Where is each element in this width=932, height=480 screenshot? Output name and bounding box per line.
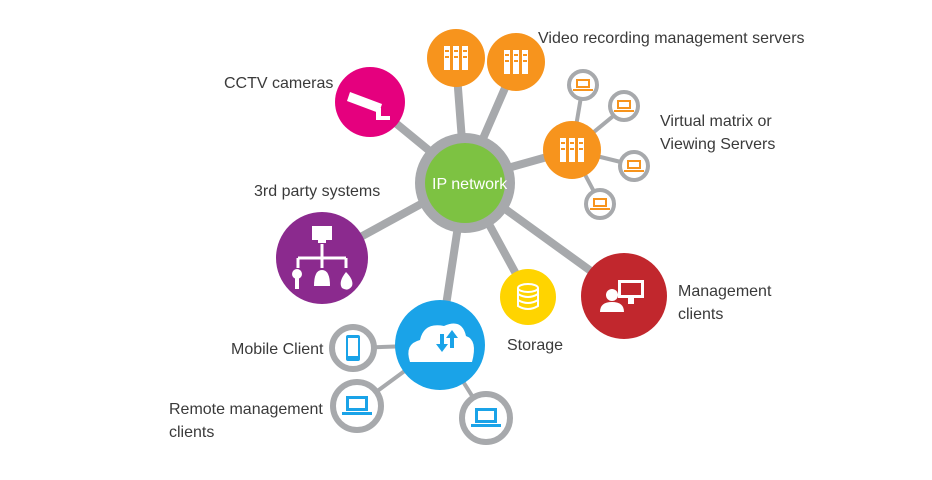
viewing-client-2 — [608, 90, 640, 122]
cctv-node — [335, 67, 405, 137]
remote-laptop-node-2 — [459, 391, 513, 445]
mobile-client-label: Mobile Client — [231, 341, 324, 358]
management-label: Management clients — [678, 280, 771, 326]
cctv-camera-icon — [347, 92, 390, 120]
database-icon — [517, 283, 539, 310]
ip-network-hub — [415, 133, 515, 233]
virtual-matrix-label-line-2: Viewing Servers — [660, 136, 776, 153]
management-node — [581, 253, 667, 339]
remote-management-label: Remote management clients — [169, 398, 323, 444]
network-tree-icon — [296, 244, 348, 268]
virtual-matrix-label-line-1: Virtual matrix or — [660, 113, 772, 130]
management-label-line-1: Management — [678, 283, 772, 300]
management-label-line-2: clients — [678, 306, 724, 323]
cloud-sync-icon — [408, 323, 474, 362]
remote-management-label-line-2: clients — [169, 424, 215, 441]
hub-label: IP network — [432, 176, 508, 193]
virtual-matrix-node — [543, 121, 601, 179]
cloud-node — [395, 300, 485, 390]
fire-icon — [340, 272, 353, 290]
key-icon — [292, 269, 302, 279]
video-server-node-2 — [487, 33, 545, 91]
storage-node — [500, 269, 556, 325]
third-party-label: 3rd party systems — [254, 183, 381, 200]
video-recording-label: Video recording management servers — [538, 30, 805, 47]
bell-icon — [314, 270, 330, 286]
storage-label: Storage — [507, 337, 564, 354]
video-server-node-1 — [427, 29, 485, 87]
mobile-client-node — [329, 324, 377, 372]
viewing-client-1 — [567, 69, 599, 101]
third-party-node — [276, 212, 368, 304]
cctv-label: CCTV cameras — [224, 75, 334, 92]
remote-laptop-node-1 — [330, 379, 384, 433]
viewing-client-3 — [618, 150, 650, 182]
smartphone-icon — [346, 335, 360, 361]
virtual-matrix-label: Virtual matrix or Viewing Servers — [660, 110, 775, 156]
viewing-client-4 — [584, 188, 616, 220]
monitor-icon — [312, 226, 332, 240]
remote-management-label-line-1: Remote management — [169, 401, 323, 418]
